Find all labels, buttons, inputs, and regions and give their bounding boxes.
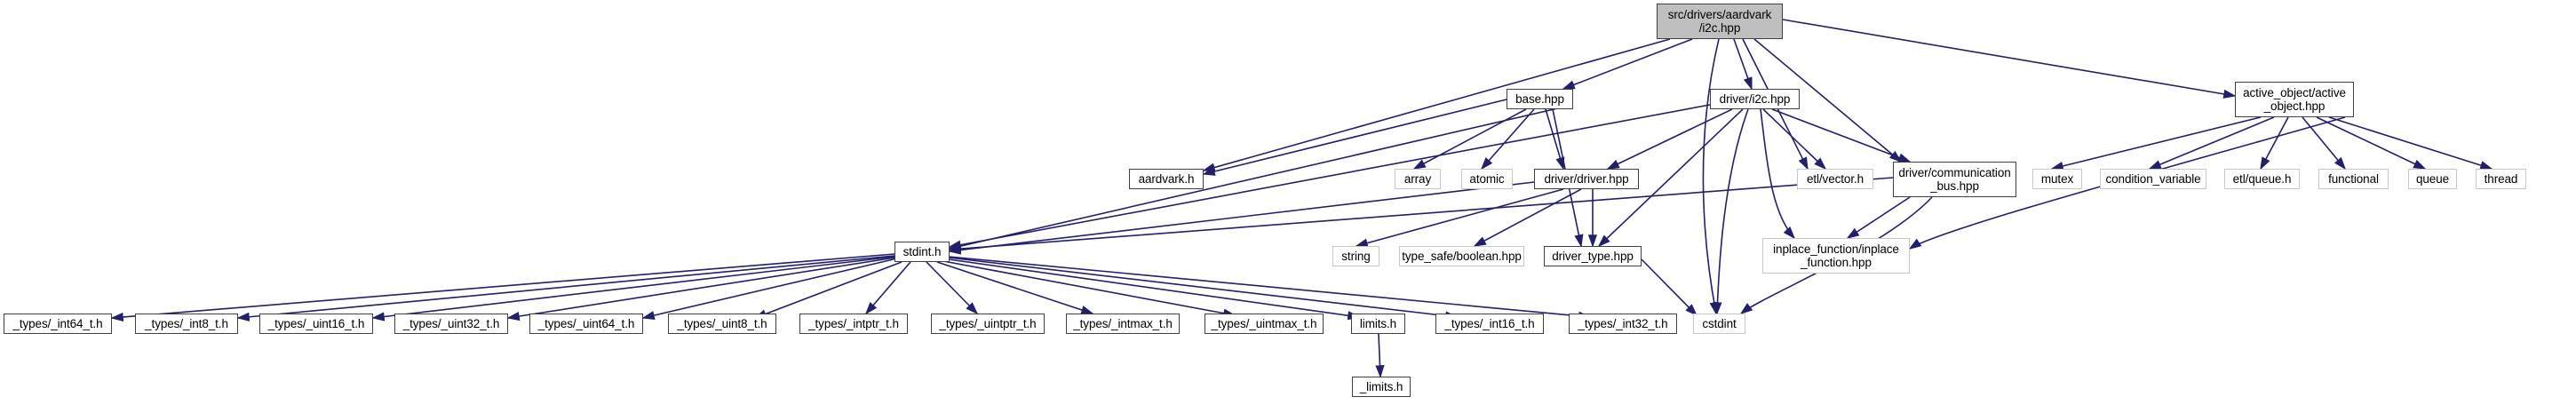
graph-node-queue[interactable]: queue xyxy=(2408,169,2457,189)
graph-node-aardvarkh[interactable]: aardvark.h xyxy=(1129,169,1204,189)
graph-node-basehpp[interactable]: base.hpp xyxy=(1507,89,1573,109)
graph-node-uint64t[interactable]: _types/_uint64_t.h xyxy=(529,314,643,334)
graph-node-uint16t[interactable]: _types/_uint16_t.h xyxy=(259,314,373,334)
graph-edge xyxy=(948,258,1361,321)
graph-node-cstdint[interactable]: cstdint xyxy=(1693,314,1745,334)
graph-node-tsboolean[interactable]: type_safe/boolean.hpp xyxy=(1399,246,1524,266)
graph-edge xyxy=(236,255,895,322)
graph-node-uintmaxt[interactable]: _types/_uintmax_t.h xyxy=(1205,314,1324,334)
graph-node-string[interactable]: string xyxy=(1332,246,1379,266)
graph-node-array[interactable]: array xyxy=(1395,169,1441,189)
graph-node-int16t[interactable]: _types/_int16_t.h xyxy=(1435,314,1544,334)
graph-node-functional[interactable]: functional xyxy=(2318,169,2389,189)
graph-node-limitsh[interactable]: limits.h xyxy=(1351,314,1405,334)
graph-edge xyxy=(2302,116,2347,171)
graph-edge xyxy=(948,257,1459,321)
graph-node-driverdriver[interactable]: driver/driver.hpp xyxy=(1534,169,1639,189)
graph-edge xyxy=(371,256,895,322)
graph-edge xyxy=(2260,116,2289,171)
graph-node-mutex[interactable]: mutex xyxy=(2032,169,2082,189)
graph-edge xyxy=(1202,99,1507,176)
graph-edge xyxy=(1733,38,1753,91)
graph-node-commbus[interactable]: driver/communication _bus.hpp xyxy=(1893,162,2016,197)
graph-edge xyxy=(1562,38,1693,90)
graph-node-activeobj[interactable]: active_object/active _object.hpp xyxy=(2235,82,2354,117)
graph-edge xyxy=(2148,116,2275,170)
graph-edge xyxy=(1202,38,1671,172)
graph-edge xyxy=(926,261,979,315)
graph-edge xyxy=(2050,116,2262,171)
graph-node-int64t[interactable]: _types/_int64_t.h xyxy=(4,314,112,334)
graph-edge xyxy=(110,253,895,322)
graph-edge xyxy=(1702,38,1720,315)
graph-node-atomic[interactable]: atomic xyxy=(1461,169,1513,189)
graph-edge xyxy=(506,257,896,322)
graph-node-limitsunder[interactable]: _limits.h xyxy=(1352,377,1411,397)
graph-edge xyxy=(1782,19,2237,99)
graph-edge xyxy=(1641,258,1698,317)
graph-edge xyxy=(1375,333,1385,378)
graph-node-uint8t[interactable]: _types/_uint8_t.h xyxy=(668,314,776,334)
graph-edge xyxy=(864,261,911,315)
graph-node-uint32t[interactable]: _types/_uint32_t.h xyxy=(394,314,508,334)
graph-node-intmaxt[interactable]: _types/_intmax_t.h xyxy=(1066,314,1180,334)
graph-edge xyxy=(1762,108,1827,171)
graph-edge xyxy=(1473,188,1582,247)
graph-edge xyxy=(1846,196,1911,239)
graph-edge xyxy=(1771,108,1912,163)
graph-edge xyxy=(1545,108,1565,171)
graph-edge xyxy=(2328,116,2493,171)
graph-edge xyxy=(948,181,1535,255)
graph-node-driveri2c[interactable]: driver/i2c.hpp xyxy=(1710,89,1800,109)
graph-edge xyxy=(1760,108,1796,240)
graph-node-thread[interactable]: thread xyxy=(2476,169,2526,189)
graph-node-intptrt[interactable]: _types/_intptr_t.h xyxy=(799,314,908,334)
graph-edge xyxy=(2316,116,2427,170)
graph-node-root[interactable]: src/drivers/aardvark /i2c.hpp xyxy=(1657,4,1783,39)
graph-edge xyxy=(1606,108,1733,170)
graph-node-etlvector[interactable]: etl/vector.h xyxy=(1797,169,1873,189)
graph-node-inplacefn[interactable]: inplace_function/inplace _function.hpp xyxy=(1762,238,1910,274)
graph-node-drivertype[interactable]: driver_type.hpp xyxy=(1544,246,1642,266)
graph-node-int32t[interactable]: _types/_int32_t.h xyxy=(1569,314,1677,334)
graph-edge xyxy=(1480,108,1535,171)
graph-node-int8t[interactable]: _types/_int8_t.h xyxy=(135,314,238,334)
graph-edge xyxy=(1713,108,1749,315)
graph-node-stdinth[interactable]: stdint.h xyxy=(894,242,950,262)
graph-edge xyxy=(641,258,898,321)
graph-edge xyxy=(753,261,902,319)
graph-edge xyxy=(942,260,1236,318)
graph-node-condvar[interactable]: condition_variable xyxy=(2100,169,2206,189)
graph-edge xyxy=(1355,188,1564,248)
graph-edge xyxy=(1412,108,1527,170)
graph-node-etlqueue[interactable]: etl/queue.h xyxy=(2224,169,2300,189)
graph-edge xyxy=(936,261,1094,314)
graph-node-uintptrt[interactable]: _types/_uintptr_t.h xyxy=(931,314,1045,334)
